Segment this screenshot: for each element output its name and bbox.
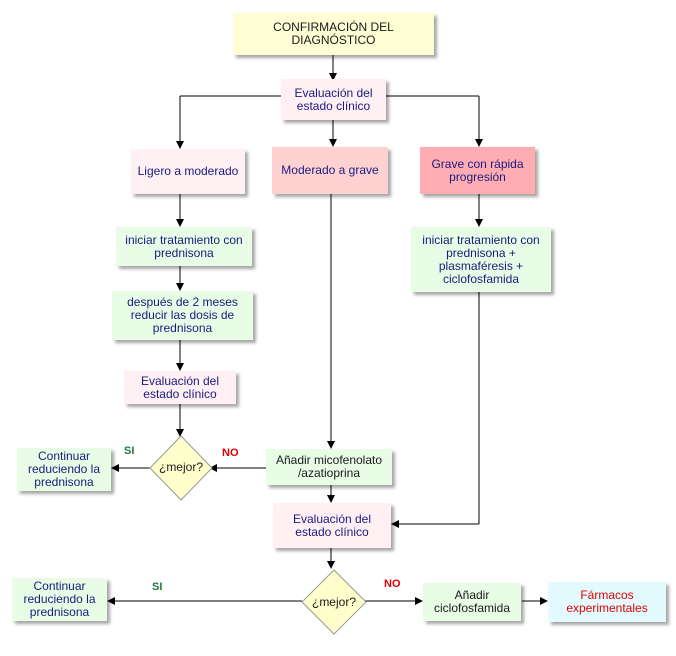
node-treat-severe: iniciar tratamiento con prednisona + pla… xyxy=(411,227,551,292)
node-severe: Grave con rápida progresión xyxy=(420,147,535,194)
node-continue-left: Continuar reduciendo la prednisona xyxy=(17,448,111,491)
node-reduce: después de 2 meses reducir las dosis de … xyxy=(112,291,253,340)
node-eval-top: Evaluación del estado clínico xyxy=(281,79,386,120)
node-eval-bottom: Evaluación del estado clínico xyxy=(273,503,391,548)
node-moderate: Moderado a grave xyxy=(272,147,388,194)
decision-diamond-bottom xyxy=(301,569,367,635)
node-continue-bottom: Continuar reduciendo la prednisona xyxy=(12,578,107,621)
node-experimental: Fármacos experimentales xyxy=(548,582,666,622)
decision-left-label: ¿mejor? xyxy=(158,460,203,474)
label-no-bottom: NO xyxy=(384,578,401,590)
label-si-bottom: SI xyxy=(152,581,163,593)
node-add-myco: Añadir micofenolato /azatioprina xyxy=(266,449,392,485)
label-no-left: NO xyxy=(222,447,239,459)
node-treat-prednisona: iniciar tratamiento con prednisona xyxy=(116,227,252,266)
decision-diamond-left xyxy=(149,435,213,501)
node-eval-left: Evaluación del estado clínico xyxy=(124,371,236,404)
node-confirm: CONFIRMACIÓN DEL DIAGNÓSTICO xyxy=(233,13,434,55)
node-add-cyclo: Añadir ciclofosfamida xyxy=(423,583,521,621)
node-mild: Ligero a moderado xyxy=(131,149,245,194)
decision-bottom-label: ¿mejor? xyxy=(311,595,356,609)
label-si-left: SI xyxy=(124,445,135,457)
